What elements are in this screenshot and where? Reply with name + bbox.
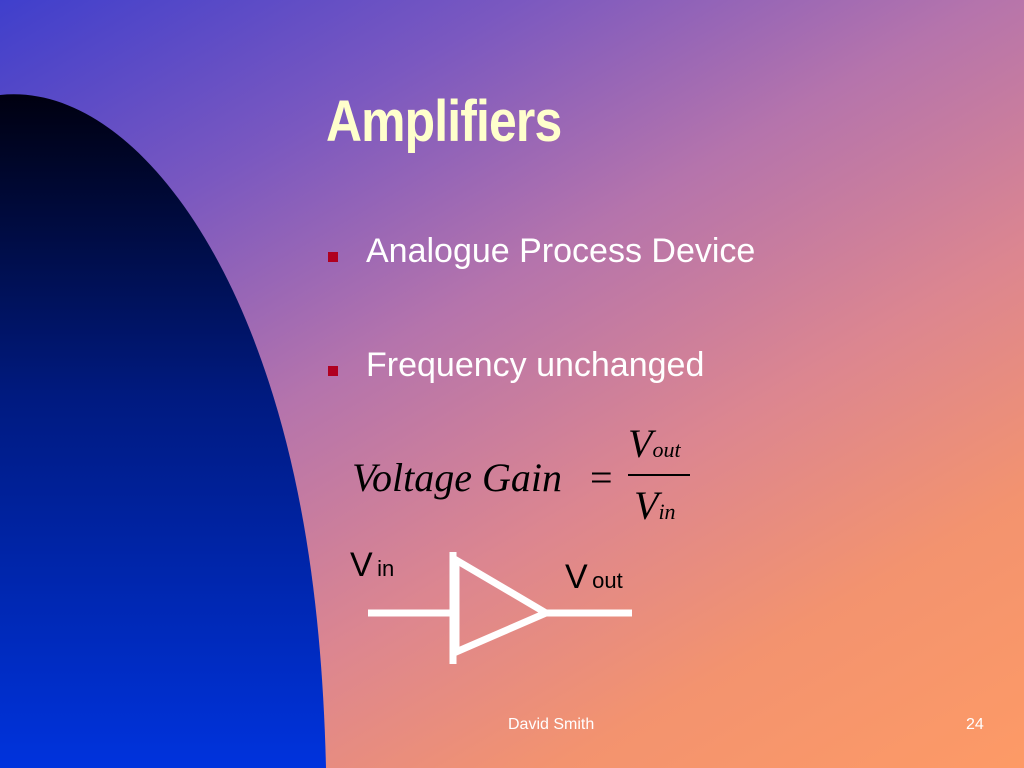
page-number: 24 [966,716,984,733]
footer-author: David Smith [508,716,595,733]
output-label-base: V [565,558,588,596]
slide-title: Amplifiers [326,89,562,154]
output-label-sub: out [592,568,623,593]
formula-denominator-base: V [634,483,659,528]
bullet-square-icon [328,252,338,262]
input-label-base: V [350,546,373,584]
formula-equals: = [590,455,613,500]
input-label-sub: in [377,556,395,581]
formula-fraction-bar [628,474,690,476]
bullet-square-icon [328,366,338,376]
bullet-text: Frequency unchanged [366,346,705,384]
voltage-gain-formula: Voltage Gain = Vout Vin [352,418,712,538]
formula-numerator-base: V [628,421,653,466]
amplifier-symbol-icon [368,552,632,664]
formula-numerator: Vout [628,420,681,467]
amplifier-triangle [452,553,554,658]
formula-numerator-sub: out [652,437,681,462]
formula-lhs: Voltage Gain [352,455,562,500]
formula-denominator: Vin [634,482,676,529]
bullet-text: Analogue Process Device [366,232,756,270]
formula-denominator-sub: in [658,499,676,524]
amplifier-input-label: V in [350,546,394,585]
amplifier-output-label: V out [565,558,623,597]
